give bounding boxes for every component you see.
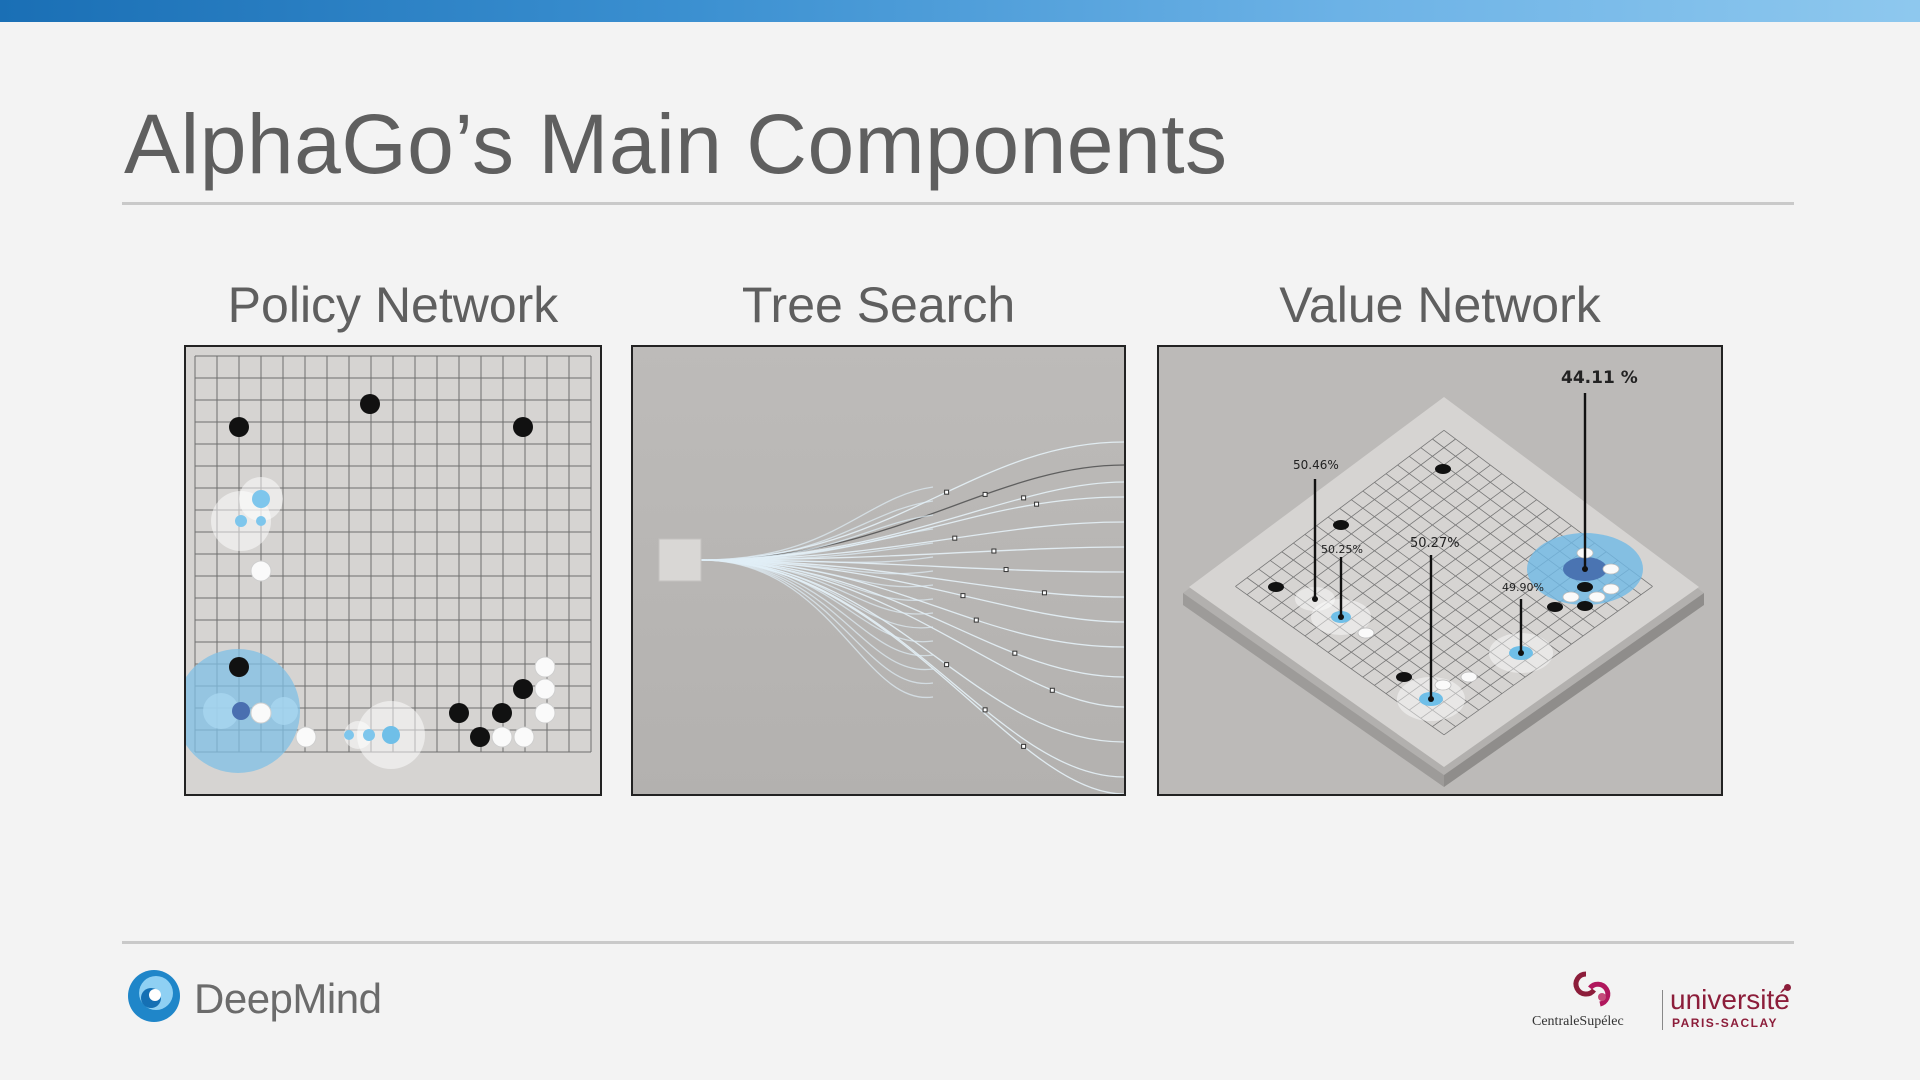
deepmind-wordmark: DeepMind bbox=[194, 974, 382, 1022]
value-label-3: 50.27% bbox=[1410, 536, 1460, 551]
deepmind-logo: DeepMind bbox=[126, 968, 382, 1029]
universite-dot-icon bbox=[1784, 984, 1791, 991]
footer-divider bbox=[122, 941, 1794, 944]
tree-search-heading: Tree Search bbox=[741, 277, 1016, 333]
centralesupelec-wordmark: CentraleSupélec bbox=[1532, 1014, 1624, 1029]
university-logos: CentraleSupélec université PARIS-SACLAY bbox=[1528, 966, 1791, 1032]
title-divider bbox=[122, 202, 1794, 205]
value-label-top: 44.11 % bbox=[1561, 368, 1638, 388]
value-label-1: 50.46% bbox=[1293, 458, 1339, 472]
top-accent-bar bbox=[0, 0, 1920, 22]
tree-search-image bbox=[631, 345, 1126, 796]
deepmind-swirl-icon bbox=[126, 968, 182, 1029]
logo-separator bbox=[1662, 990, 1663, 1030]
slide-title: AlphaGo’s Main Components bbox=[124, 97, 1228, 191]
value-label-2: 50.25% bbox=[1321, 543, 1363, 556]
value-label-4: 49.90% bbox=[1502, 581, 1544, 594]
policy-network-heading: Policy Network bbox=[227, 277, 559, 333]
centralesupelec-icon bbox=[1568, 970, 1616, 1015]
paris-saclay-wordmark: PARIS-SACLAY bbox=[1672, 1016, 1779, 1030]
value-network-image: 44.11 % 50.46% 50.25% 50.27% 49.90% bbox=[1157, 345, 1723, 796]
policy-network-image bbox=[184, 345, 602, 796]
universite-wordmark: université bbox=[1670, 984, 1790, 1015]
value-network-heading: Value Network bbox=[1279, 277, 1601, 333]
